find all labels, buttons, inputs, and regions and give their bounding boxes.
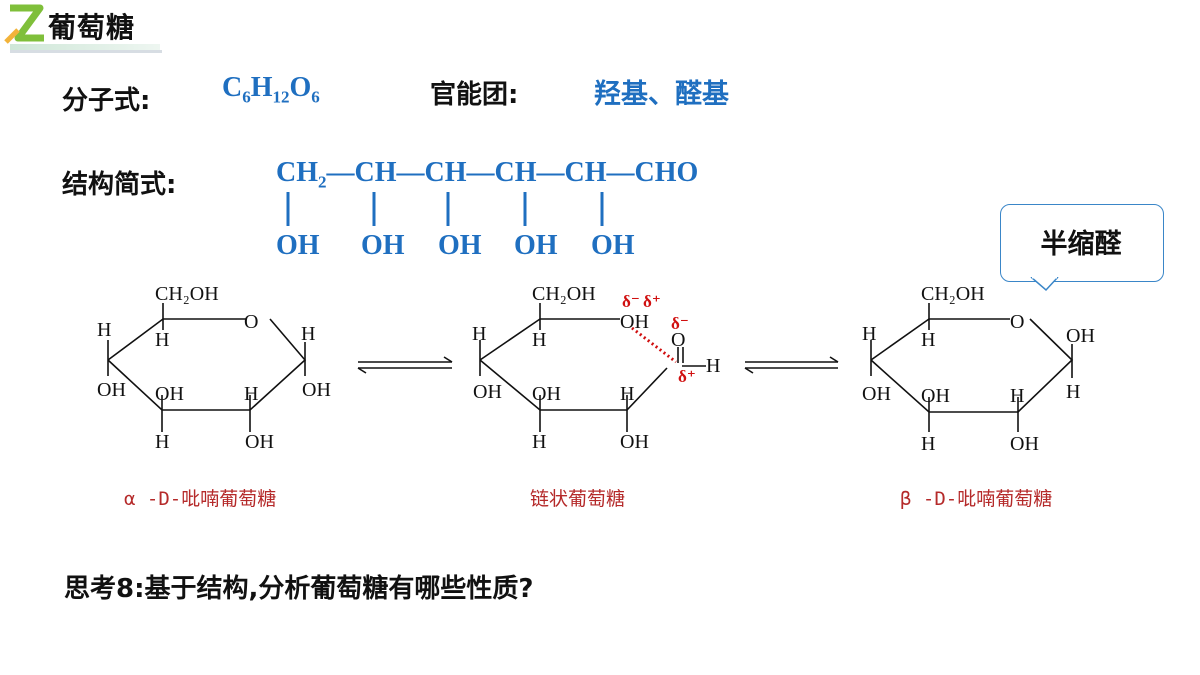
chain-oh-c3: OH bbox=[532, 383, 561, 405]
substituent-oh-4: OH bbox=[514, 230, 558, 261]
beta-h-c2: H bbox=[1010, 385, 1024, 407]
formula-h: H bbox=[250, 72, 273, 103]
logo bbox=[4, 2, 48, 48]
chain-oh-c2: OH bbox=[620, 431, 649, 453]
substituent-oh-3: OH bbox=[438, 230, 482, 261]
chain-aldehyde-h: H bbox=[706, 355, 720, 377]
hydrogen-bond-dotted bbox=[631, 326, 677, 364]
delta-minus-carbonyl: δ⁻ bbox=[671, 314, 689, 333]
alpha-oh-c4: OH bbox=[97, 379, 126, 401]
structural-formula-bonds bbox=[286, 192, 604, 226]
formula-c-count: 6 bbox=[242, 87, 251, 107]
alpha-h-c5: H bbox=[155, 329, 169, 351]
callout-text: 半缩醛 bbox=[1040, 229, 1122, 260]
chain-oh-c4: OH bbox=[473, 381, 502, 403]
beta-oh-c3: OH bbox=[921, 385, 950, 407]
substituent-oh-5: OH bbox=[591, 230, 635, 261]
delta-minus-o5: δ⁻ bbox=[622, 292, 640, 311]
delta-plus-h5: δ⁺ bbox=[643, 292, 661, 311]
alpha-h-c1: H bbox=[301, 323, 315, 345]
chain-caption: 链状葡萄糖 bbox=[530, 488, 626, 510]
alpha-caption: α -D-吡喃葡萄糖 bbox=[124, 488, 277, 510]
delta-plus-carbon: δ⁺ bbox=[678, 367, 696, 386]
structural-formula-chain: CH2—CH—CH—CH—CH—CHO bbox=[276, 157, 699, 192]
chain-h-top: H bbox=[472, 323, 486, 345]
beta-oh-c1: OH bbox=[1066, 325, 1095, 347]
beta-h-top: H bbox=[862, 323, 876, 345]
alpha-oh-c3: OH bbox=[155, 383, 184, 405]
beta-oh-c2: OH bbox=[1010, 433, 1039, 455]
substituent-oh-2: OH bbox=[361, 230, 405, 261]
functional-groups-value: 羟基、醛基 bbox=[594, 79, 729, 110]
title-underline bbox=[10, 44, 160, 50]
beta-caption: β -D-吡喃葡萄糖 bbox=[900, 488, 1053, 510]
beta-h-c3: H bbox=[921, 433, 935, 455]
molecular-formula-label: 分子式: bbox=[62, 86, 151, 116]
beta-ch2oh: CH₂OH bbox=[921, 283, 985, 305]
alpha-oh-c2: OH bbox=[245, 431, 274, 453]
formula-o: O bbox=[289, 72, 312, 103]
alpha-h-top: H bbox=[97, 319, 111, 341]
alpha-ch2oh: CH₂OH bbox=[155, 283, 219, 305]
callout-tail bbox=[1030, 277, 1059, 292]
formula-c: C bbox=[222, 72, 243, 103]
functional-groups-label: 官能团: bbox=[430, 80, 519, 110]
alpha-oh-c1: OH bbox=[302, 379, 331, 401]
alpha-ring-o: O bbox=[244, 311, 258, 333]
beta-oh-c4: OH bbox=[862, 383, 891, 405]
beta-ring-o: O bbox=[1010, 311, 1024, 333]
formula-h-count: 12 bbox=[272, 87, 290, 107]
chain-carbonyl-o: O bbox=[671, 329, 685, 351]
chain-oh5: OH bbox=[620, 311, 649, 333]
substituent-oh-1: OH bbox=[276, 230, 320, 261]
page-title: 葡萄糖 bbox=[48, 11, 136, 44]
alpha-h-c3: H bbox=[155, 431, 169, 453]
alpha-h-c2: H bbox=[244, 383, 258, 405]
formula-o-count: 6 bbox=[311, 87, 320, 107]
glucose-structures: CH₂OH O H H H OH OH H OH H OH CH₂OH OH H… bbox=[97, 283, 1095, 455]
chain-ch2oh: CH₂OH bbox=[532, 283, 596, 305]
molecular-formula-value: C6H12O6 bbox=[222, 72, 320, 108]
chain-h-c2: H bbox=[620, 383, 634, 405]
hemiacetal-callout bbox=[1000, 204, 1164, 282]
question-text: 思考8:基于结构,分析葡萄糖有哪些性质? bbox=[64, 574, 534, 604]
structural-formula-label: 结构简式: bbox=[62, 170, 177, 200]
logo-z-icon bbox=[4, 4, 44, 44]
beta-h-c1: H bbox=[1066, 381, 1080, 403]
title-underline-shadow bbox=[10, 50, 162, 53]
chain-h-c5: H bbox=[532, 329, 546, 351]
beta-h-c5: H bbox=[921, 329, 935, 351]
chain-h-c3: H bbox=[532, 431, 546, 453]
